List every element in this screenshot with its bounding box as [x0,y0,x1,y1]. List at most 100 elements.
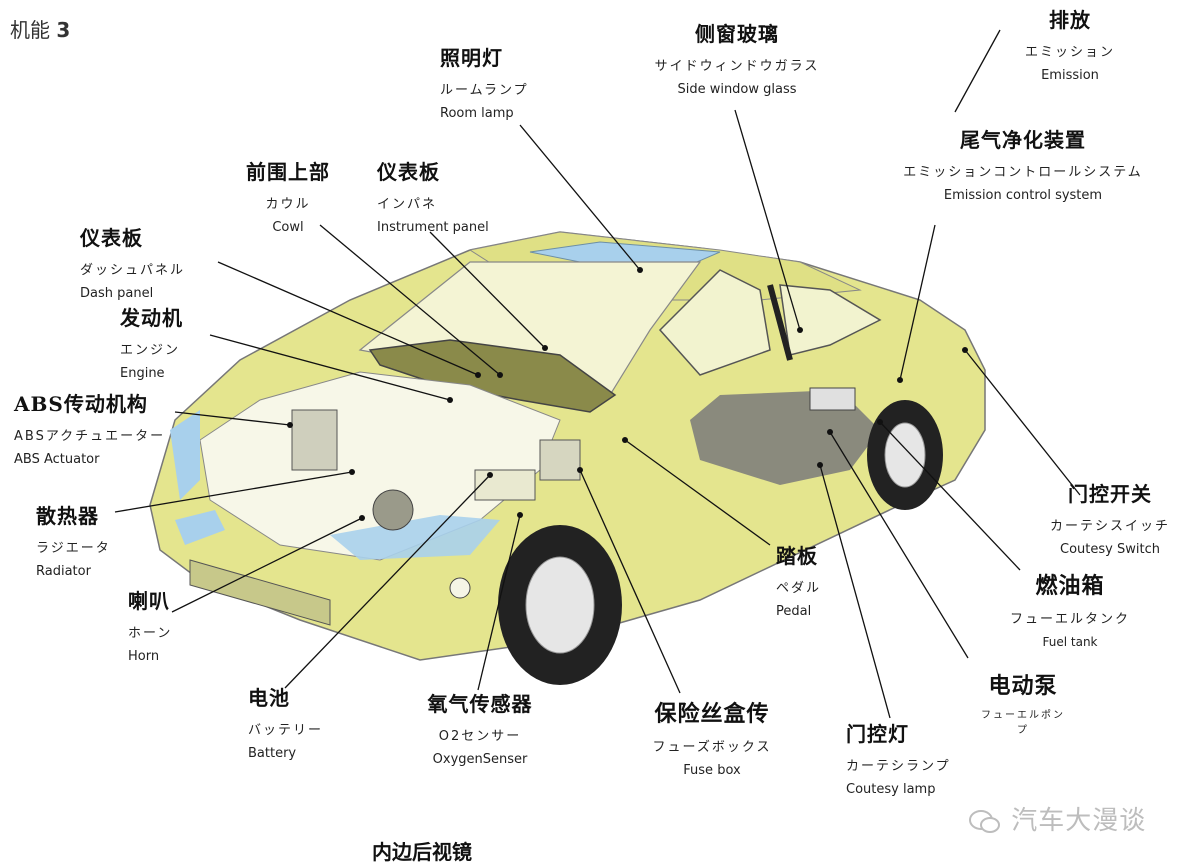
label-ja: ラジエータ [36,541,111,556]
page-label-number: 3 [56,18,71,42]
label-en: Battery [248,746,297,761]
label-ja: ダッシュパネル [80,263,186,278]
label-en: Coutesy lamp [846,782,936,797]
label-en: Pedal [776,604,812,619]
label-battery: 电池 バッテリー Battery [248,682,323,761]
front-rim [525,556,595,654]
label-en: Engine [120,366,165,381]
radiator-area [330,515,500,560]
label-ja: O2センサー [438,729,522,744]
label-en: Emission control system [943,188,1103,203]
label-zh: 散热器 [36,504,99,528]
fuel-pump-box [809,387,856,411]
label-en: Emission [1041,68,1099,83]
front-side-window [658,269,771,376]
label-door-switch: 门控开关 カーテシスイッチ Coutesy Switch [1040,478,1180,557]
label-electric-pump: 电动泵 フューエルポンプ [968,668,1078,736]
watermark-text: 汽车大漫谈 [1011,806,1147,836]
label-zh: 电池 [248,686,290,710]
b-pillar [767,284,793,361]
label-zh: 仪表板 [80,226,143,250]
label-ja: ホーン [128,626,173,641]
label-ja: ABSアクチュエーター [14,429,166,444]
label-zh: 氧气传感器 [427,692,533,716]
label-zh: 排放 [1049,8,1091,32]
label-en: Coutesy Switch [1060,542,1160,557]
dash-panel-shape [368,339,617,413]
label-en: Room lamp [440,106,514,121]
label-ja: フューエルタンク [1009,612,1130,627]
label-fuel-tank: 燃油箱 フューエルタンク Fuel tank [995,568,1145,649]
label-zh: 门控灯 [846,722,909,746]
leader-lines [114,29,1081,719]
label-zh: 侧窗玻璃 [695,22,779,46]
label-ja: インパネ [377,197,438,212]
label-rear-mirror: 内边后视镜 [372,840,472,864]
battery-shape [474,469,536,501]
label-oxygen-sensor: 氧气传感器 O2センサー OxygenSenser [410,688,550,767]
headlight [175,510,225,545]
label-ja: フューエルポンプ [981,710,1065,736]
wechat-icon [969,809,1000,833]
label-zh: 仪表板 [377,160,440,184]
label-ja: カウル [265,197,311,212]
label-ja: ルームランプ [440,83,529,98]
label-abs-actuator: ABS传动机构 ABSアクチュエーター ABS Actuator [14,388,165,467]
label-ja: エミッションコントロールシステム [903,165,1143,180]
label-zh: 尾气净化装置 [960,128,1086,152]
label-zh: 发动机 [120,306,183,330]
label-ja: カーテシスイッチ [1049,519,1170,534]
label-zh: 前围上部 [246,160,330,184]
label-zh: 门控开关 [1068,482,1152,506]
label-zh: 踏板 [776,544,818,568]
label-ja: サイドウィンドウガラス [654,59,820,74]
label-en: OxygenSenser [432,752,528,767]
label-en: Fuse box [683,763,741,778]
label-fuse-box: 保险丝盒传 フューズボックス Fuse box [632,696,792,778]
label-ja: エミッション [1024,45,1115,60]
label-zh: 照明灯 [440,46,503,70]
label-zh: 电动泵 [988,673,1058,699]
rear-rim [884,422,926,488]
leader-dots [287,267,968,521]
label-horn: 喇叭 ホーン Horn [128,585,172,664]
label-room-lamp: 照明灯 ルームランプ Room lamp [440,42,529,121]
fog-lamp [449,577,471,599]
label-en: Side window glass [677,82,797,97]
abs-actuator-shape [291,409,338,471]
label-en: Horn [128,649,160,664]
label-dash-panel: 仪表板 ダッシュパネル Dash panel [80,222,185,301]
label-door-lamp: 门控灯 カーテシランプ Coutesy lamp [846,718,951,797]
page-label-prefix: 机能 [10,18,50,42]
label-en: Cowl [272,220,304,235]
label-zh: 燃油箱 [1035,573,1105,599]
label-en: Fuel tank [1042,635,1098,649]
label-ja: ペダル [776,581,822,596]
radiator-fan-shape [372,489,414,531]
label-ja: カーテシランプ [846,759,951,774]
label-en: ABS Actuator [14,452,100,467]
label-en: Radiator [36,564,91,579]
label-ja: フューズボックス [652,740,772,755]
label-engine: 发动机 エンジン Engine [120,302,183,381]
label-ja: エンジン [120,343,181,358]
watermark: 汽车大漫谈 [968,800,1146,837]
label-zh: 保险丝盒传 [654,701,770,727]
fuse-box-shape [539,439,581,481]
label-cowl: 前围上部 カウル Cowl [238,156,338,235]
label-en: Dash panel [80,286,154,301]
label-en: Instrument panel [377,220,489,235]
front-grille [189,559,331,626]
label-instrument-panel: 仪表板 インパネ Instrument panel [377,156,489,235]
left-fender-blue [170,410,200,500]
label-side-window: 侧窗玻璃 サイドウィンドウガラス Side window glass [632,18,842,97]
label-pedal: 踏板 ペダル Pedal [776,540,821,619]
label-ja: バッテリー [248,723,324,738]
label-emission-control: 尾气净化装置 エミッションコントロールシステム Emission control… [868,124,1178,203]
label-emission: 排放 エミッション Emission [1010,4,1130,83]
label-radiator: 散热器 ラジエータ Radiator [36,500,111,579]
label-zh: ABS传动机构 [14,392,148,416]
label-zh: 喇叭 [128,589,170,613]
